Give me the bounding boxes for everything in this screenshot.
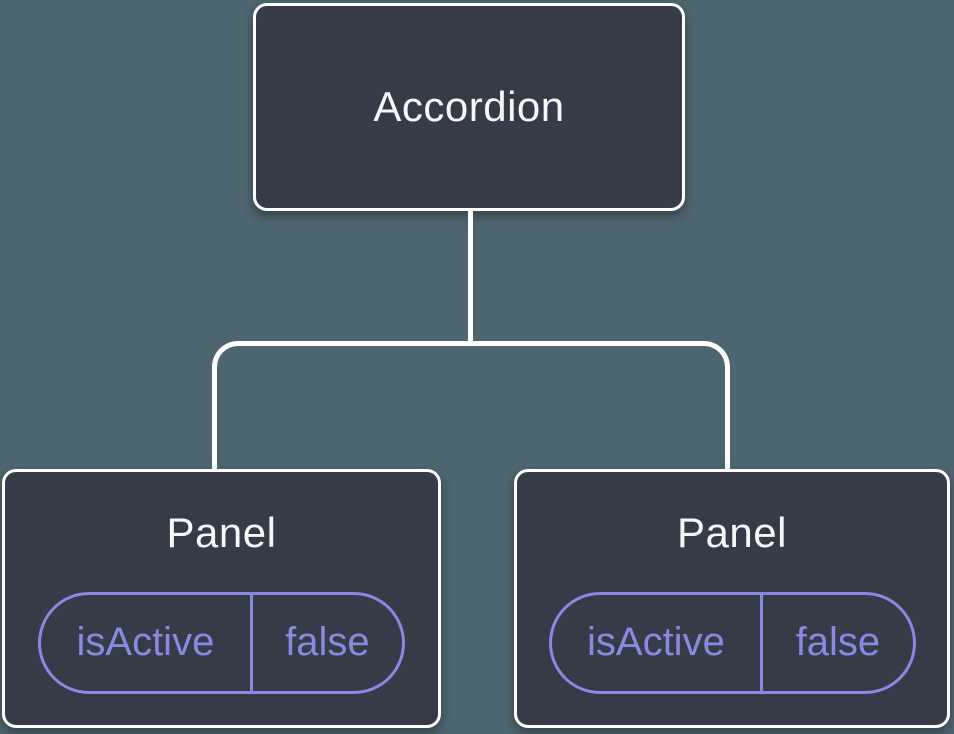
state-pill: isActive false: [38, 591, 405, 694]
accordion-node-label: Accordion: [373, 82, 565, 130]
state-pill: isActive false: [548, 591, 916, 694]
state-value: false: [760, 594, 912, 691]
connector-trunk-line: [468, 210, 473, 344]
accordion-node: Accordion: [253, 3, 685, 211]
state-name: isActive: [76, 620, 215, 665]
state-name: isActive: [587, 620, 725, 665]
panel-node-left: Panel isActive false: [2, 469, 441, 728]
connector-branch-bracket: [212, 341, 730, 471]
panel-node-label: Panel: [677, 509, 787, 557]
panel-node-right: Panel isActive false: [514, 469, 950, 728]
state-value: false: [249, 594, 402, 691]
panel-node-label: Panel: [166, 509, 277, 557]
